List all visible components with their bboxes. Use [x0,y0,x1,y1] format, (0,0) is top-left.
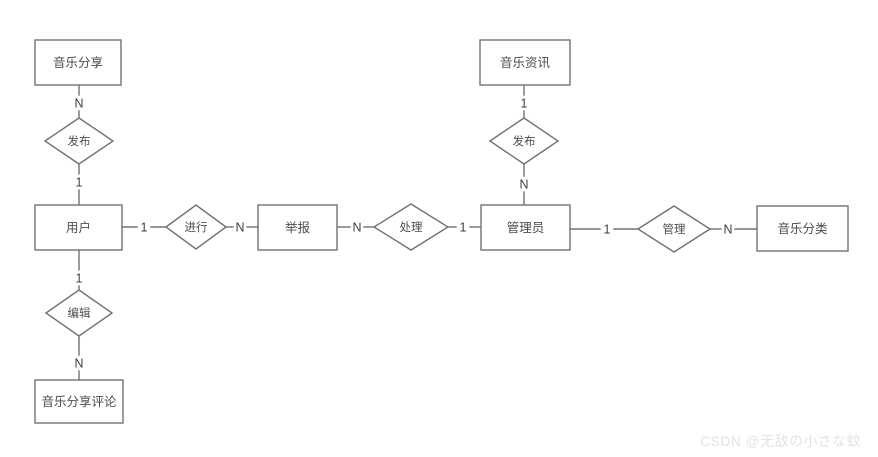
entity-box[interactable] [34,204,123,251]
cardinality-label-publish-to-user: 1 [76,175,83,189]
entity-report[interactable]: 举报 [257,204,338,251]
cardinality-label-publish-to-admin: N [519,177,528,191]
entity-label: 音乐分享评论 [41,394,117,409]
cardinality-label-edit-to-comment: N [74,356,83,370]
entity-label: 管理员 [507,220,545,235]
entity-label: 音乐分享 [53,55,103,70]
relationship-label: 发布 [513,134,536,148]
relationship-publish-share[interactable]: 发布 [43,117,115,165]
entity-music-news[interactable]: 音乐资讯 [479,39,571,86]
relationship-handle[interactable]: 处理 [372,203,450,251]
connections-layer [78,84,758,381]
relationship-label: 进行 [185,221,208,234]
entity-box[interactable] [34,379,124,424]
entity-box[interactable] [34,39,122,86]
entity-administrator[interactable]: 管理员 [480,204,571,251]
cardinality-label-manage-to-category: N [723,222,732,236]
cardinality-label-user-to-conduct: 1 [141,220,148,234]
cardinality-label-report-to-handle: N [352,220,361,234]
entity-user[interactable]: 用户 [34,204,123,251]
relationship-diamond[interactable] [636,205,712,253]
entity-label: 音乐资讯 [500,55,551,70]
relationship-manage[interactable]: 管理 [636,205,712,253]
entity-label: 用户 [66,220,91,235]
cardinality-label-user-to-edit: 1 [76,271,83,285]
entity-music-category[interactable]: 音乐分类 [756,205,849,252]
relationship-label: 编辑 [68,306,91,320]
relationship-diamond[interactable] [44,289,114,337]
relationship-diamond[interactable] [43,117,115,165]
entity-label: 举报 [285,220,311,235]
relationship-diamond[interactable] [488,117,560,165]
csdn-watermark: CSDN @无敌の小さな蚊 [700,433,861,449]
entity-box[interactable] [480,204,571,251]
relationship-diamond[interactable] [164,204,228,250]
cardinality-label-conduct-to-report: N [235,220,244,234]
entity-music-share-comment[interactable]: 音乐分享评论 [34,379,124,424]
relationship-diamond[interactable] [372,203,450,251]
relationship-conduct[interactable]: 进行 [164,204,228,250]
entity-box[interactable] [257,204,338,251]
relationship-publish-news[interactable]: 发布 [488,117,560,165]
cardinality-label-handle-to-admin: 1 [460,220,467,234]
entity-label: 音乐分类 [777,221,828,236]
cardinality-label-share-to-publish: N [74,96,83,110]
relationship-label: 处理 [400,221,423,234]
cardinality-label-news-to-publish: 1 [521,96,528,110]
relationship-label: 发布 [68,134,91,148]
entity-music-share[interactable]: 音乐分享 [34,39,122,86]
entity-box[interactable] [756,205,849,252]
cardinality-label-admin-to-manage: 1 [604,222,611,236]
relationship-label: 管理 [663,222,686,236]
entity-box[interactable] [479,39,571,86]
relationship-edit[interactable]: 编辑 [44,289,114,337]
